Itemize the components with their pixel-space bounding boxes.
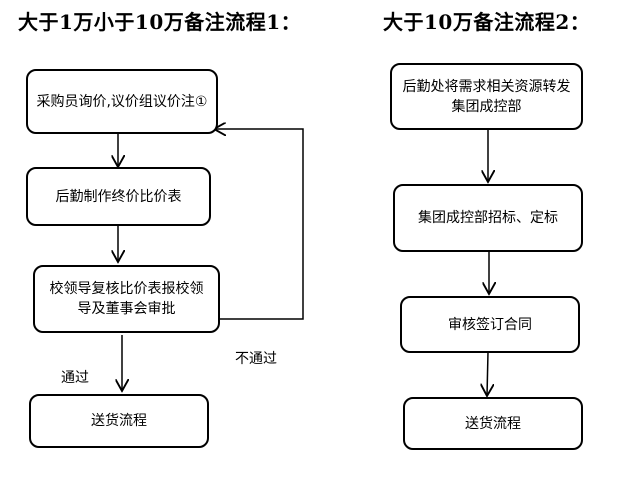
- flow2-step-forward: 后勤处将需求相关资源转发集团成控部: [390, 63, 583, 130]
- flow2-step-delivery: 送货流程: [403, 397, 583, 450]
- flow1-title: 大于1万小于10万备注流程1：: [18, 10, 302, 34]
- flow1-step-price-table: 后勤制作终价比价表: [26, 167, 211, 226]
- flow1-step-inquiry: 采购员询价,议价组议价注①: [26, 69, 218, 134]
- flow2-step-4-text: 送货流程: [465, 415, 521, 432]
- flow2-step-3-text: 审核签订合同: [448, 316, 532, 333]
- flow2-step-contract: 审核签订合同: [400, 296, 580, 353]
- fail-label: 不通过: [235, 351, 277, 367]
- flow2-step-2-text: 集团成控部招标、定标: [418, 210, 558, 226]
- flow1-step-3-text: 校领导复核比价表报校领导及董事会审批: [49, 281, 204, 317]
- pass-label: 通过: [61, 370, 89, 386]
- flow1-step-1-text: 采购员询价,议价组议价注①: [36, 93, 208, 110]
- flow1-step-4-text: 送货流程: [91, 413, 147, 429]
- flow2-title: 大于10万备注流程2：: [383, 10, 591, 34]
- flow1-reject-loop: [214, 129, 304, 320]
- flow1-step-2-text: 后勤制作终价比价表: [55, 188, 182, 205]
- flow1-step-approval: 校领导复核比价表报校领导及董事会审批: [33, 265, 220, 333]
- flow1-step-delivery: 送货流程: [29, 394, 209, 448]
- flow2-arrow-3-4: [487, 351, 488, 396]
- flow2-step-bidding: 集团成控部招标、定标: [393, 184, 583, 252]
- flow2-step-1-text: 后勤处将需求相关资源转发集团成控部: [402, 78, 571, 115]
